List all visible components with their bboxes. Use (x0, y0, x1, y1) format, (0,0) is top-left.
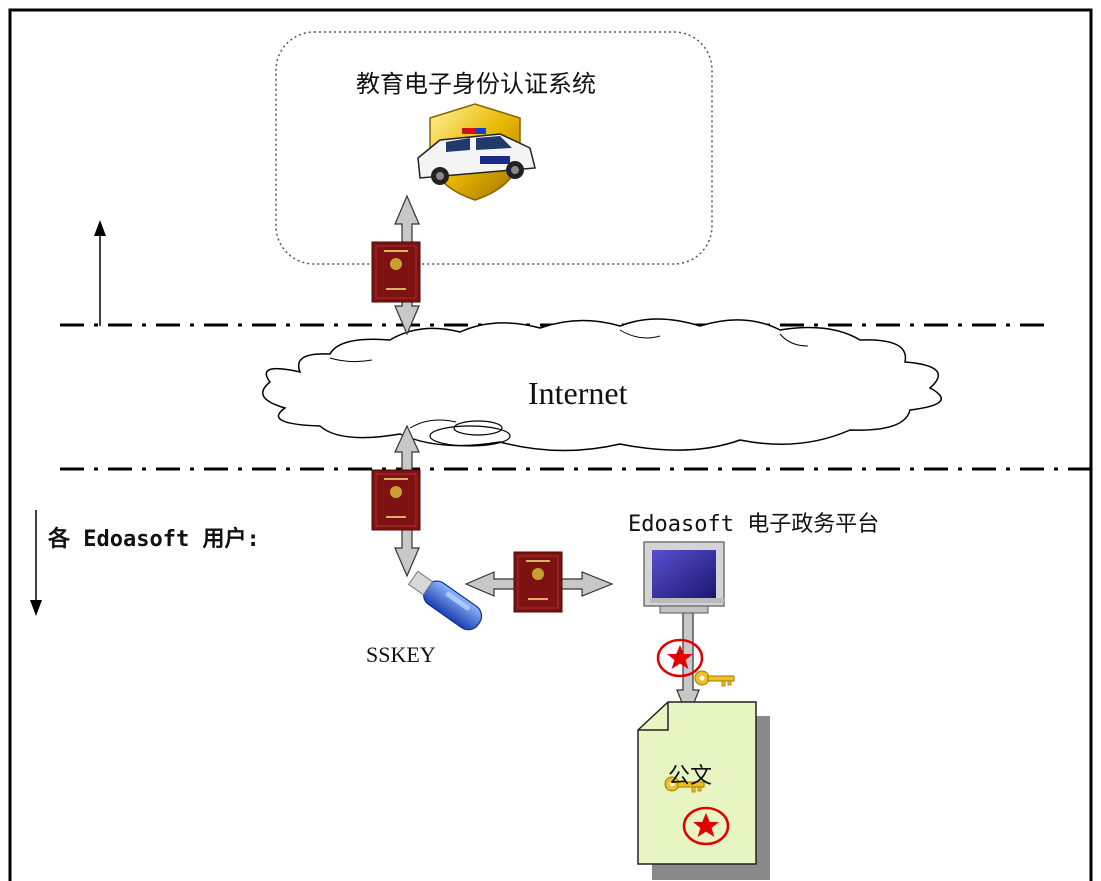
passport-icon (513, 551, 563, 613)
passport-icon (371, 241, 421, 303)
seal-stamp-icon (656, 638, 704, 678)
document-icon (637, 701, 770, 880)
key-icon (694, 670, 735, 687)
internet-cloud-icon (261, 318, 942, 452)
auth-system-box (275, 31, 713, 265)
document-label: 公文 (668, 763, 713, 788)
computer-monitor-icon (643, 541, 725, 614)
usb-key-icon (407, 570, 483, 631)
down-arrow-icon (30, 510, 42, 616)
police-car-shield-icon (417, 103, 536, 201)
auth-system-title: 教育电子身份认证系统 (356, 70, 596, 98)
outer-frame (8, 8, 1093, 881)
users-label: 各 Edoasoft 用户: (48, 527, 260, 552)
up-arrow-icon (94, 220, 106, 326)
passport-icon (371, 469, 421, 531)
internet-label: Internet (528, 375, 628, 411)
platform-label: Edoasoft 电子政务平台 (628, 512, 880, 537)
sskey-label: SSKEY (366, 642, 436, 667)
